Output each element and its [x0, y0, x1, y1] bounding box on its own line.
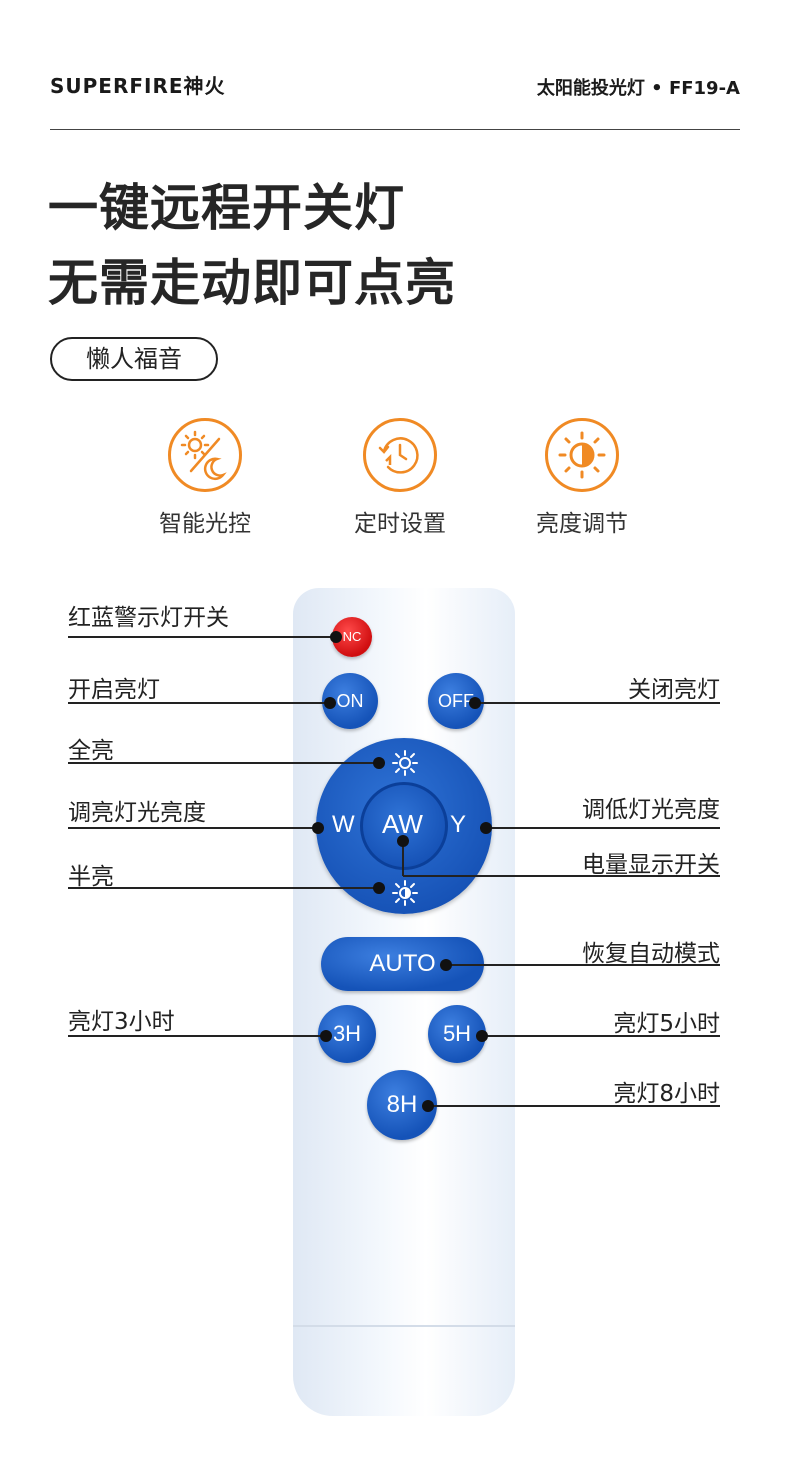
leader-dot [324, 697, 336, 709]
full-brightness-icon[interactable] [390, 748, 420, 778]
leader-dot [373, 757, 385, 769]
feature-brightness: 亮度调节 [507, 418, 657, 538]
headline-line-1: 一键远程开关灯 [48, 179, 405, 237]
leader-line [68, 636, 338, 638]
leader-dot [397, 835, 409, 847]
leader-line [68, 762, 380, 764]
callout-aw: 电量显示开关 [582, 852, 720, 878]
leader-dot [469, 697, 481, 709]
leader-line [68, 702, 330, 704]
callout-nc: 红蓝警示灯开关 [68, 605, 229, 631]
callout-auto: 恢复自动模式 [582, 941, 720, 967]
header-divider [50, 129, 740, 130]
leader-dot [422, 1100, 434, 1112]
leader-dot [373, 882, 385, 894]
callout-full: 全亮 [68, 738, 114, 764]
remote-battery-seam [293, 1325, 515, 1327]
callout-3h: 亮灯3小时 [68, 1009, 175, 1035]
y-button-label[interactable]: Y [450, 811, 467, 838]
feature-caption: 亮度调节 [536, 511, 628, 537]
brightness-icon [545, 418, 619, 492]
leader-line [444, 964, 720, 966]
leader-line [428, 1105, 720, 1107]
leader-dot [312, 822, 324, 834]
callout-half: 半亮 [68, 864, 114, 890]
leader-line [68, 1035, 326, 1037]
callout-on: 开启亮灯 [68, 677, 160, 703]
leader-line [472, 702, 720, 704]
product-model: 太阳能投光灯 • FF19-A [536, 78, 740, 99]
leader-dot [320, 1030, 332, 1042]
feature-timer: 定时设置 [325, 418, 475, 538]
leader-dot [476, 1030, 488, 1042]
leader-line [68, 827, 318, 829]
headline-line-2: 无需走动即可点亮 [48, 254, 456, 312]
sun-moon-icon [168, 418, 242, 492]
timer-8h-button[interactable]: 8H [367, 1070, 437, 1140]
leader-dot [330, 631, 342, 643]
leader-dot [440, 959, 452, 971]
header: SUPERFIRE神火 太阳能投光灯 • FF19-A [50, 70, 740, 100]
tag-pill: 懒人福音 [50, 337, 218, 381]
remote-control [293, 588, 515, 1416]
callout-off: 关闭亮灯 [628, 677, 720, 703]
brand-logo: SUPERFIRE神火 [50, 74, 226, 98]
callout-y: 调低灯光亮度 [582, 797, 720, 823]
callout-5h: 亮灯5小时 [613, 1011, 720, 1037]
feature-caption: 智能光控 [159, 511, 251, 537]
aw-button-label[interactable]: AW [382, 809, 423, 839]
leader-line [480, 1035, 720, 1037]
leader-line [484, 827, 720, 829]
timer-5h-button[interactable]: 5H [428, 1005, 486, 1063]
on-button[interactable]: ON [322, 673, 378, 729]
leader-line [68, 887, 380, 889]
feature-light-control: 智能光控 [130, 418, 280, 538]
callout-w: 调亮灯光亮度 [68, 800, 206, 826]
half-brightness-icon[interactable] [390, 878, 420, 908]
timer-icon [363, 418, 437, 492]
leader-line-vertical [402, 840, 404, 876]
w-button-label[interactable]: W [332, 811, 355, 838]
callout-8h: 亮灯8小时 [613, 1081, 720, 1107]
leader-dot [480, 822, 492, 834]
leader-line [403, 875, 720, 877]
feature-caption: 定时设置 [354, 511, 446, 537]
aw-button[interactable] [360, 782, 448, 870]
